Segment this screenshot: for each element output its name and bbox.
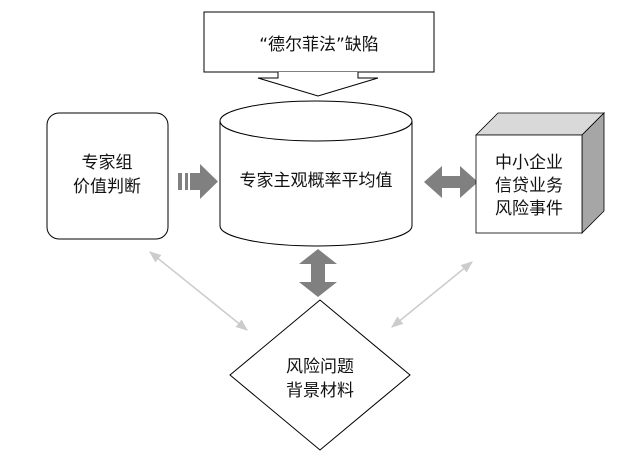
double-arrow-mean-sme [424, 166, 478, 198]
right-arrow-expert-to-mean [178, 164, 218, 199]
expert-group-line-1: 专家组 [82, 153, 133, 173]
expert-mean-cylinder: 专家主观概率平均值 [219, 100, 413, 247]
sme-risk-line-1: 中小企业 [495, 153, 563, 173]
vertical-double-arrow-mean-background [299, 249, 337, 297]
delphi-flaw-label: “德尔菲法”缺陷 [259, 35, 379, 55]
expert-mean-label: 专家主观概率平均值 [240, 171, 393, 191]
expert-group-line-2: 价值判断 [73, 177, 141, 197]
risk-background-line-1: 风险问题 [286, 357, 354, 377]
risk-background-line-2: 背景材料 [286, 381, 354, 401]
sme-risk-cube: 中小企业 信贷业务 风险事件 [475, 112, 605, 234]
sme-risk-line-2: 信贷业务 [495, 176, 563, 196]
delphi-flaw-box: “德尔菲法”缺陷 [203, 11, 435, 73]
down-arrow-to-cylinder [257, 72, 379, 97]
sme-risk-line-3: 风险事件 [495, 199, 563, 219]
light-arrow-expert-background [149, 251, 248, 331]
expert-group-box: 专家组 价值判断 [46, 112, 169, 240]
light-arrow-sme-background [391, 261, 473, 328]
risk-background-diamond: 风险问题 背景材料 [229, 299, 411, 451]
